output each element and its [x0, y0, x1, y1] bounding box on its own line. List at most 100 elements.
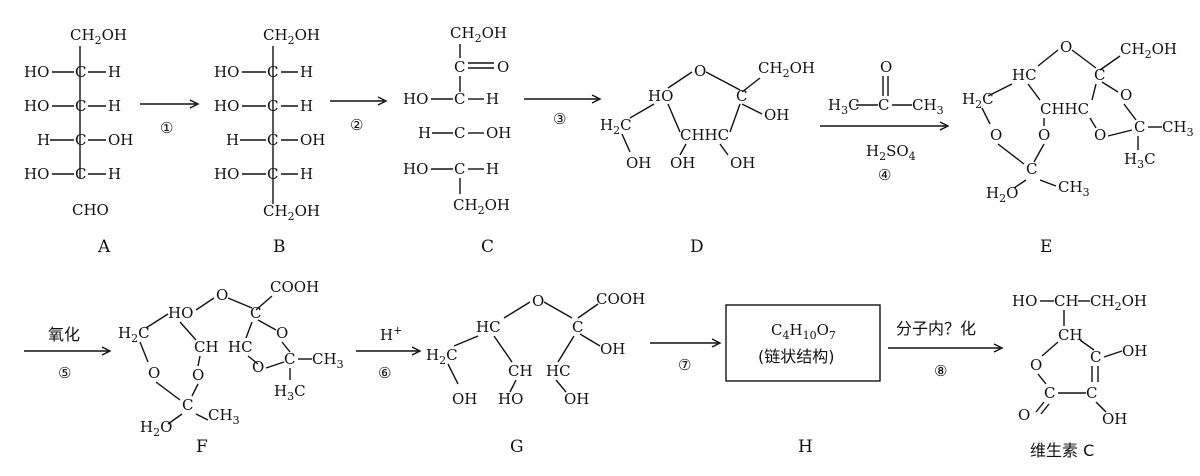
svg-text:H2C: H2C [962, 90, 994, 111]
svg-text:O: O [276, 324, 288, 342]
svg-text:C: C [1044, 384, 1055, 402]
svg-text:分子内？化: 分子内？化 [896, 319, 976, 338]
arrow-step-5: 氧化 ⑤ [24, 325, 112, 382]
svg-text:CH3: CH3 [1058, 178, 1090, 199]
svg-text:CH3: CH3 [1162, 118, 1194, 139]
svg-text:C: C [75, 63, 86, 81]
svg-text:O: O [1094, 126, 1106, 144]
svg-text:C: C [454, 124, 465, 142]
label-h: H [798, 437, 813, 457]
svg-text:H3C: H3C [828, 96, 860, 117]
svg-text:CH: CH [194, 338, 219, 356]
svg-text:O: O [532, 292, 544, 310]
svg-text:OH: OH [486, 124, 511, 142]
svg-text:CHO: CHO [72, 201, 109, 219]
arrow-step-4: O H3C C CH3 H2SO4 ④ [820, 58, 950, 184]
label-e: E [1040, 237, 1052, 257]
svg-text:C: C [75, 165, 86, 183]
label-b: B [273, 237, 286, 257]
svg-text:H: H [486, 160, 499, 178]
svg-text:H: H [108, 63, 121, 81]
arrow-step-7: ⑦ [650, 338, 722, 374]
svg-text:CH: CH [1054, 292, 1079, 310]
svg-text:CHHC: CHHC [680, 126, 729, 144]
svg-text:CHHC: CHHC [1040, 100, 1089, 118]
svg-text:OH: OH [1102, 410, 1127, 428]
label-g: G [510, 437, 524, 457]
svg-text:CH2OH: CH2OH [450, 24, 507, 45]
svg-text:H2C: H2C [426, 346, 458, 367]
svg-text:C: C [1086, 384, 1097, 402]
svg-text:HC: HC [228, 338, 253, 356]
svg-text:C: C [878, 96, 889, 114]
svg-text:OH: OH [108, 131, 133, 149]
label-d: D [690, 237, 704, 257]
svg-text:O: O [1018, 406, 1030, 424]
svg-text:HO: HO [24, 165, 49, 183]
svg-text:HO: HO [214, 165, 239, 183]
svg-text:CH3: CH3 [912, 96, 944, 117]
svg-text:C: C [454, 58, 465, 76]
svg-text:②: ② [350, 116, 363, 134]
svg-text:O: O [192, 366, 204, 384]
svg-text:O: O [216, 286, 228, 304]
arrow-step-3: ③ [524, 94, 602, 128]
svg-text:OH: OH [564, 390, 589, 408]
svg-text:C: C [267, 131, 278, 149]
svg-text:C: C [267, 165, 278, 183]
svg-text:H: H [486, 90, 499, 108]
svg-text:O: O [990, 126, 1002, 144]
svg-text:CH: CH [508, 362, 533, 380]
svg-text:O: O [880, 58, 892, 76]
svg-text:O: O [1038, 126, 1050, 144]
svg-text:H3C: H3C [274, 382, 306, 403]
svg-text:CH2OH: CH2OH [1120, 40, 1177, 61]
h-structure-note: (链状结构) [758, 347, 835, 366]
svg-text:O: O [1060, 38, 1072, 56]
svg-text:O: O [148, 364, 160, 382]
svg-text:H2SO4: H2SO4 [866, 142, 916, 163]
svg-text:H: H [37, 131, 50, 149]
svg-text:O: O [1120, 86, 1132, 104]
svg-text:H: H [300, 165, 313, 183]
svg-text:CH2OH: CH2OH [70, 26, 127, 47]
svg-text:O: O [497, 58, 509, 76]
svg-text:H: H [418, 124, 431, 142]
svg-text:HO: HO [403, 90, 428, 108]
svg-text:⑦: ⑦ [678, 356, 691, 374]
arrow-step-1: ① [140, 99, 200, 137]
svg-text:C: C [267, 63, 278, 81]
label-vitamin-c: 维生素 C [1030, 441, 1094, 460]
svg-text:HO: HO [24, 63, 49, 81]
svg-text:H2C: H2C [118, 324, 150, 345]
svg-text:OH: OH [1122, 342, 1147, 360]
svg-text:C: C [1134, 118, 1145, 136]
svg-text:C: C [284, 350, 295, 368]
svg-text:HO: HO [648, 87, 673, 105]
svg-text:③: ③ [553, 110, 566, 128]
svg-text:OH: OH [600, 340, 625, 358]
compound-h-box: C4H10O7 (链状结构) H [725, 304, 881, 457]
svg-text:O: O [252, 358, 264, 376]
svg-text:C: C [1026, 160, 1037, 178]
svg-text:OH: OH [764, 106, 789, 124]
svg-text:HO: HO [168, 304, 193, 322]
svg-text:HC: HC [476, 318, 501, 336]
svg-text:C: C [1090, 348, 1101, 366]
svg-text:H: H [300, 97, 313, 115]
label-f: F [196, 437, 208, 457]
svg-text:⑤: ⑤ [58, 364, 71, 382]
svg-text:①: ① [160, 119, 173, 137]
svg-text:CH2OH: CH2OH [263, 202, 320, 223]
arrow-step-8: 分子内？化 ⑧ [888, 319, 1004, 380]
svg-text:C: C [454, 160, 465, 178]
svg-text:C: C [75, 131, 86, 149]
svg-text:H: H [300, 63, 313, 81]
